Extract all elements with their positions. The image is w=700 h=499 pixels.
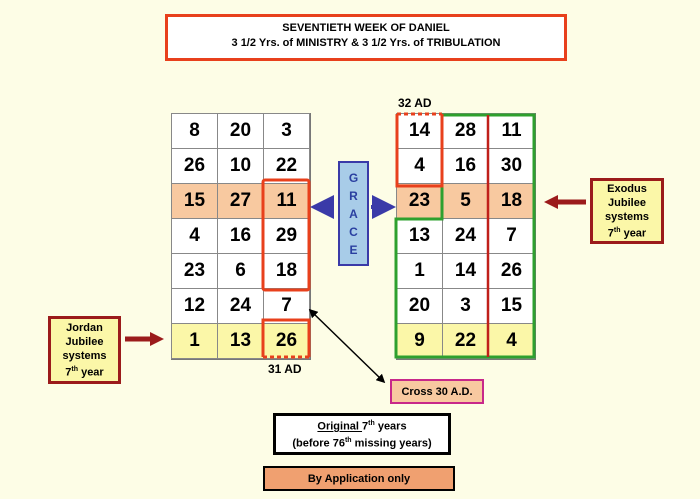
jordan-line-2: Jubilee	[65, 335, 104, 348]
exodus-line-2: Jubilee	[608, 196, 646, 209]
original-before: (before 76	[292, 437, 345, 450]
year-cell: 13	[217, 323, 264, 359]
right-32ad-box	[395, 114, 444, 188]
original-years-legend: Original 7th years (before 76th missing …	[273, 413, 451, 455]
year-cell: 22	[442, 323, 489, 359]
jordan-num: 7	[65, 366, 72, 379]
exodus-line-1: Exodus	[607, 182, 647, 195]
year-cell: 4	[171, 218, 218, 254]
grace-letter: E	[349, 242, 358, 257]
left-highlight-box	[261, 178, 311, 292]
year-cell: 14	[396, 113, 443, 149]
jordan-sup: th	[71, 365, 79, 373]
grace-letter: A	[349, 206, 358, 221]
title-box: SEVENTIETH WEEK OF DANIEL 3 1/2 Yrs. of …	[165, 14, 567, 61]
label-31ad: 31 AD	[268, 362, 302, 376]
grace-letter: C	[349, 224, 358, 239]
jordan-jubilee-note: Jordan Jubilee systems 7th year	[48, 316, 121, 384]
jordan-line-1: Jordan	[66, 321, 103, 334]
year-cell: 24	[442, 218, 489, 254]
cross-arrow	[308, 308, 386, 384]
original-missing: missing years)	[351, 437, 432, 450]
year-cell: 3	[263, 113, 310, 149]
year-cell: 18	[488, 183, 535, 219]
left-31ad-box	[261, 318, 311, 357]
title-line-1: SEVENTIETH WEEK OF DANIEL	[282, 22, 450, 34]
year-cell: 14	[442, 253, 489, 289]
jordan-year: year	[78, 366, 104, 379]
exodus-line-3: systems	[604, 210, 650, 223]
year-cell: 16	[217, 218, 264, 254]
year-cell: 26	[263, 323, 310, 359]
right-green-outline	[394, 113, 536, 359]
year-cell: 26	[171, 148, 218, 184]
year-cell: 23	[396, 183, 443, 219]
year-cell: 10	[217, 148, 264, 184]
exodus-num: 7	[607, 227, 614, 240]
exodus-jubilee-note: Exodus Jubilee systems 7th year	[590, 178, 664, 244]
year-cell: 29	[263, 218, 310, 254]
cross-label: Cross 30 A.D.	[390, 379, 484, 404]
year-cell: 9	[396, 323, 443, 359]
year-cell: 20	[217, 113, 264, 149]
year-cell: 27	[217, 183, 264, 219]
application-legend: By Application only	[263, 466, 455, 491]
original-sup: th	[368, 420, 375, 428]
original-num: 7	[362, 421, 369, 433]
original-label: Original	[317, 421, 363, 433]
year-cell: 15	[488, 288, 535, 324]
jordan-line-3: systems	[62, 349, 107, 362]
original-years: years	[374, 421, 407, 433]
year-cell: 6	[217, 253, 264, 289]
year-cell: 22	[263, 148, 310, 184]
exodus-sup: th	[613, 226, 621, 234]
year-cell: 5	[442, 183, 489, 219]
exodus-year: year	[620, 227, 647, 240]
grace-letter: G	[348, 170, 359, 185]
title-line-2: 3 1/2 Yrs. of MINISTRY & 3 1/2 Yrs. of T…	[231, 37, 501, 49]
grace-letter: R	[349, 188, 358, 203]
original-csup: th	[344, 437, 352, 444]
label-32ad: 32 AD	[398, 96, 432, 110]
year-cell: 24	[217, 288, 264, 324]
year-cell: 8	[171, 113, 218, 149]
